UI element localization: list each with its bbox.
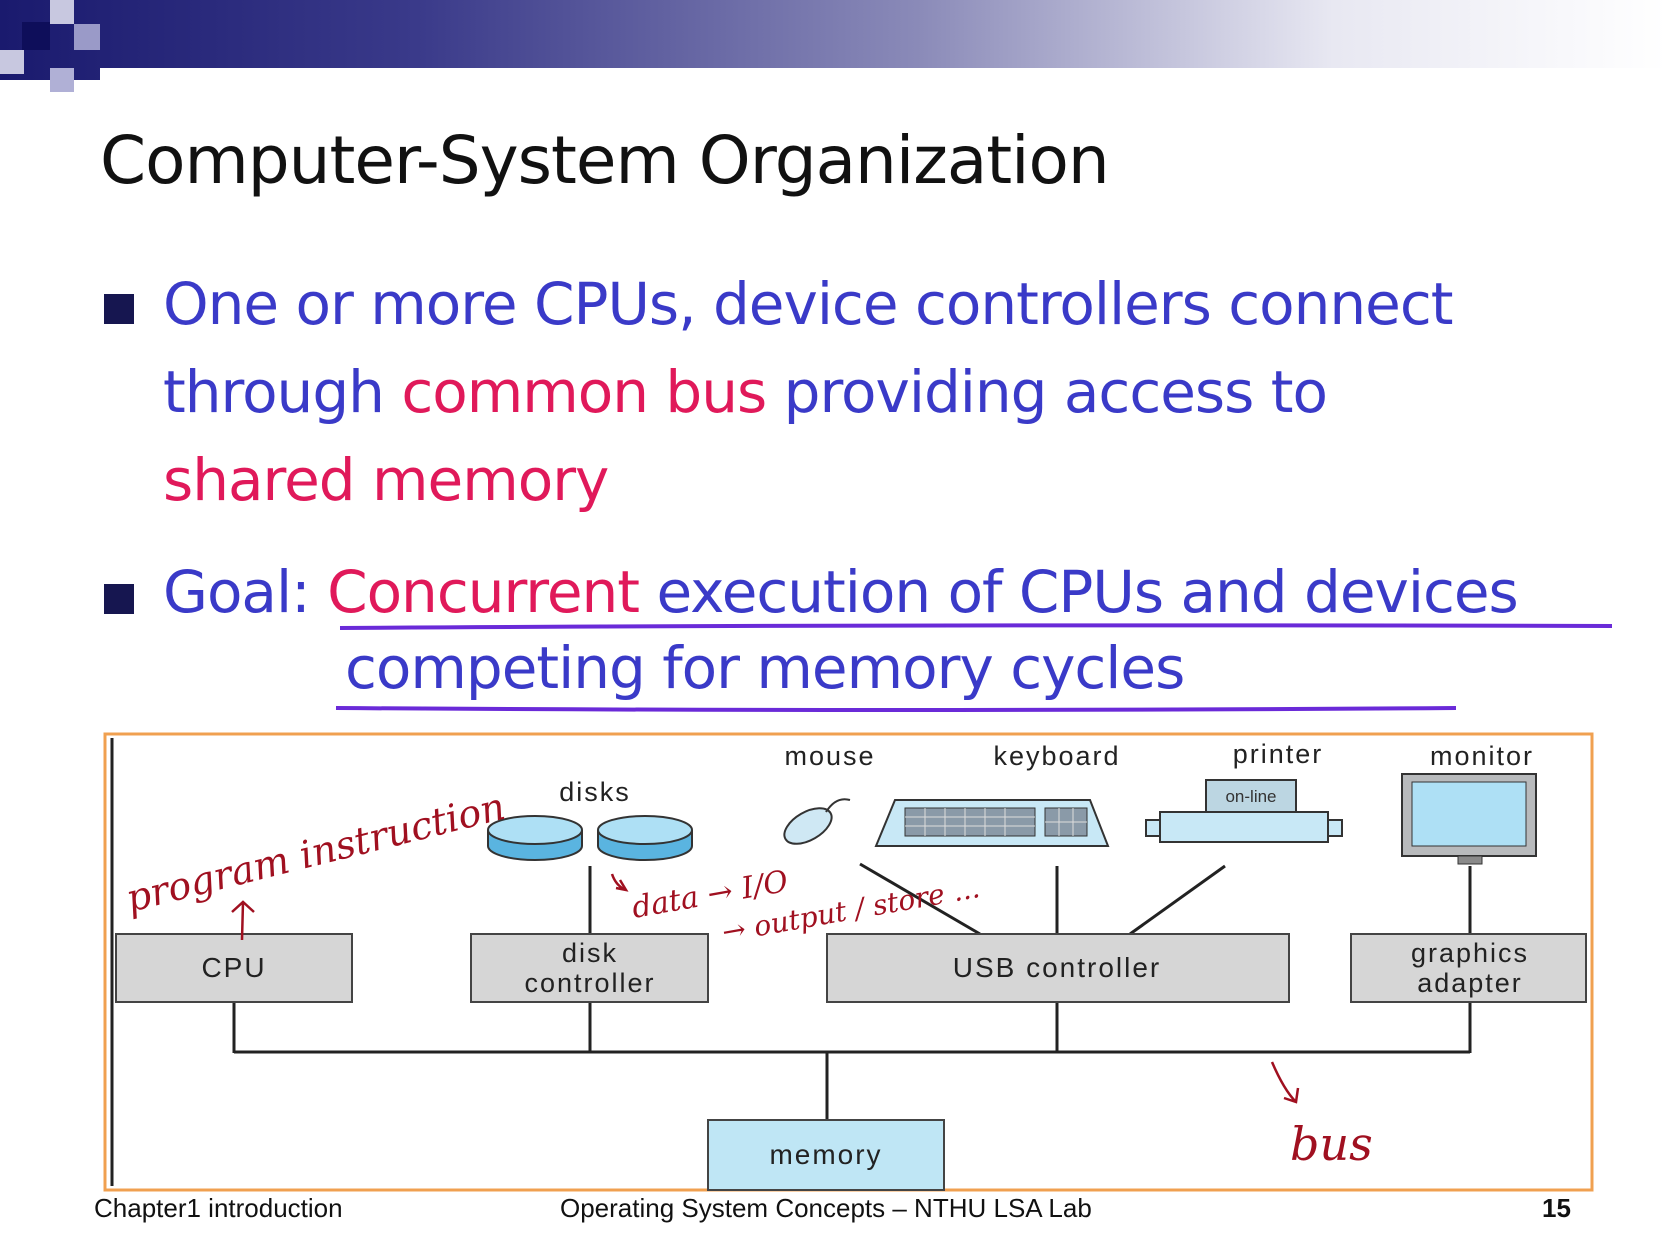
keyboard-label: keyboard xyxy=(993,741,1120,771)
footer-page-number: 15 xyxy=(1542,1193,1571,1223)
keyboard-icon xyxy=(874,799,1110,847)
bullet-1-line-3: shared memory xyxy=(163,446,609,514)
memory-box xyxy=(707,1119,945,1191)
graphics-adapter-box xyxy=(1350,933,1587,1003)
header-square-light-4 xyxy=(74,24,100,50)
mouse-icon xyxy=(783,798,851,845)
disk-controller-label-1: disk xyxy=(562,938,618,968)
header-square-light-3 xyxy=(50,68,74,92)
annotation-bus: bus xyxy=(1290,1117,1373,1171)
printer-status-label: on-line xyxy=(1225,787,1276,806)
bullet-1-shared-memory: shared memory xyxy=(163,446,609,514)
footer-course: Operating System Concepts – NTHU LSA Lab xyxy=(560,1193,1092,1223)
annotation-strokes xyxy=(231,873,1300,1104)
monitor-label: monitor xyxy=(1430,741,1534,771)
monitor-icon xyxy=(1401,773,1537,865)
footer-chapter: Chapter1 introduction xyxy=(94,1193,343,1223)
usb-controller-label: USB controller xyxy=(953,952,1162,983)
bullet-1-text-a: One or more CPUs, device controllers con… xyxy=(163,270,1453,338)
bullet-1-text-c: providing access to xyxy=(766,358,1328,426)
bullet-marker-2 xyxy=(104,584,134,614)
disk-controller-box xyxy=(470,933,709,1003)
bullet-2-concurrent: Concurrent xyxy=(327,558,640,626)
disk-icon xyxy=(487,815,583,861)
printer-label: printer xyxy=(1233,739,1324,769)
header-square-dark xyxy=(22,22,50,50)
underline-goal-line-1 xyxy=(339,623,1613,630)
mouse-label: mouse xyxy=(784,741,875,771)
header-square-light-1 xyxy=(0,50,24,74)
bullet-1-line-2: through common bus providing access to xyxy=(163,358,1328,426)
bullet-2-goal-label: Goal: xyxy=(163,558,328,626)
underline-goal-line-2 xyxy=(335,706,1457,712)
bullet-marker-1 xyxy=(104,294,134,324)
disk-controller-label-2: controller xyxy=(524,968,655,998)
cpu-label: CPU xyxy=(201,952,266,983)
bus-lines xyxy=(232,862,1472,1120)
graphics-adapter-label-1: graphics xyxy=(1411,938,1529,968)
usb-controller-box xyxy=(826,933,1290,1003)
header-gradient-bar xyxy=(0,0,1667,80)
disks-label: disks xyxy=(559,777,631,807)
bullet-1-common-bus: common bus xyxy=(401,358,767,426)
annotation-arrow-bus xyxy=(1270,1061,1300,1104)
bullet-2-text-b: competing for memory cycles xyxy=(345,634,1185,702)
bullet-2-line-1: Goal: Concurrent execution of CPUs and d… xyxy=(163,558,1519,626)
printer-icon: on-line xyxy=(1145,779,1343,843)
cpu-box xyxy=(115,933,353,1003)
disk-icon-2 xyxy=(597,815,693,861)
slide-title: Computer-System Organization xyxy=(100,122,1110,199)
annotation-arrow-disk xyxy=(610,873,629,892)
bullet-1-line-1: One or more CPUs, device controllers con… xyxy=(163,270,1453,338)
bullet-2-line-2: competing for memory cycles xyxy=(345,634,1185,702)
header-square-light-2 xyxy=(50,0,74,24)
annotation-arrow-cpu xyxy=(231,900,255,941)
bullet-2-text-a: execution of CPUs and devices xyxy=(639,558,1518,626)
graphics-adapter-label-2: adapter xyxy=(1417,968,1523,998)
memory-label: memory xyxy=(769,1139,882,1170)
header-bar-gap xyxy=(100,68,1667,82)
bullet-1-text-b: through xyxy=(163,358,402,426)
